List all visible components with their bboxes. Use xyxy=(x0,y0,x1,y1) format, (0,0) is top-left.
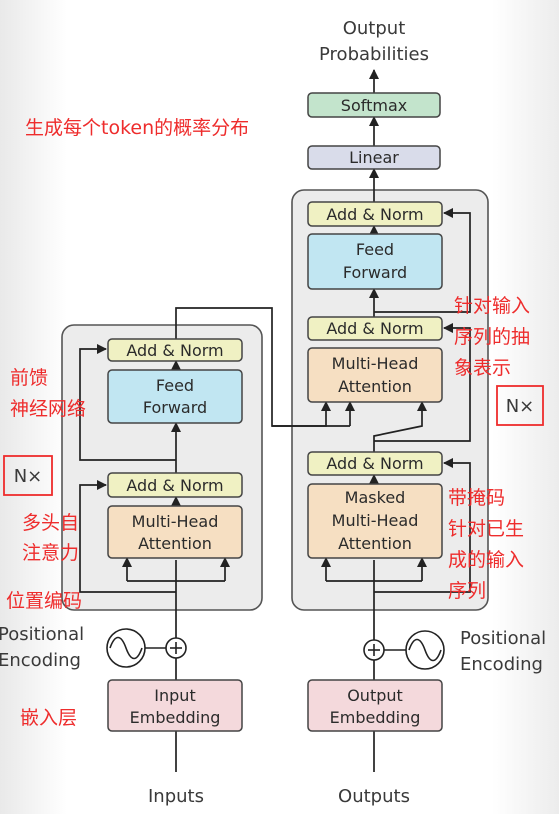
output-embedding-label-1: Output xyxy=(347,686,403,705)
output-embedding: Output Embedding xyxy=(307,679,443,732)
encoder-add-norm-bottom: Add & Norm xyxy=(107,472,243,498)
annotation-cross-attention-1: 针对输入 xyxy=(454,295,530,317)
input-embedding-label-2: Embedding xyxy=(130,708,221,727)
encoder-multi-head-attention: Multi-Head Attention xyxy=(107,505,243,559)
annotation-self-attention-1: 多头自 xyxy=(22,512,79,534)
decoder-feed-forward: Feed Forward xyxy=(307,233,443,290)
decoder-add-norm-bottom: Add & Norm xyxy=(307,451,443,476)
encoder-add-norm-top-label: Add & Norm xyxy=(126,341,223,360)
decoder-multi-head-label-2: Attention xyxy=(338,377,412,396)
annotation-masked-attention-1: 带掩码 xyxy=(448,487,505,509)
decoder-masked-multi-head-attention: Masked Multi-Head Attention xyxy=(307,483,443,559)
annotation-feed-forward-1: 前馈 xyxy=(10,367,48,389)
positional-encoding-left-label-1: Positional xyxy=(0,624,84,645)
decoder-feed-forward-label-1: Feed xyxy=(356,240,394,259)
decoder-masked-label-3: Attention xyxy=(338,534,412,553)
decoder-stack-label: N× xyxy=(496,385,544,426)
annotation-embedding-layer: 嵌入层 xyxy=(20,707,77,729)
decoder-masked-label-2: Multi-Head xyxy=(332,511,419,530)
positional-encoding-right-label-1: Positional xyxy=(460,628,546,649)
output-probabilities-label-2: Probabilities xyxy=(319,44,429,65)
softmax-label: Softmax xyxy=(341,96,407,115)
decoder-add-norm-top-label: Add & Norm xyxy=(326,205,423,224)
annotation-masked-attention-4: 序列 xyxy=(448,580,486,602)
encoder-stack xyxy=(61,324,263,611)
inputs-label: Inputs xyxy=(148,786,204,807)
annotation-positional-encoding: 位置编码 xyxy=(6,590,82,612)
positional-encoding-left-symbol xyxy=(106,628,187,668)
input-embedding: Input Embedding xyxy=(107,679,243,732)
decoder-multi-head-label-1: Multi-Head xyxy=(332,354,419,373)
positional-encoding-left-label-2: Encoding xyxy=(0,650,81,671)
linear-block: Linear xyxy=(307,145,441,170)
decoder-add-norm-bottom-label: Add & Norm xyxy=(326,454,423,473)
decoder-nx-text: N× xyxy=(506,396,535,417)
encoder-add-norm-bottom-label: Add & Norm xyxy=(126,476,223,495)
encoder-multi-head-label-2: Attention xyxy=(138,534,212,553)
decoder-feed-forward-label-2: Forward xyxy=(343,263,407,282)
encoder-add-norm-top: Add & Norm xyxy=(107,338,243,362)
annotation-masked-attention-3: 成的输入 xyxy=(448,549,524,571)
decoder-masked-label-1: Masked xyxy=(345,488,406,507)
decoder-multi-head-attention: Multi-Head Attention xyxy=(307,347,443,403)
encoder-stack-label: N× xyxy=(3,455,53,496)
encoder-nx-text: N× xyxy=(14,466,43,487)
outputs-label: Outputs xyxy=(338,786,410,807)
annotation-masked-attention-2: 针对已生 xyxy=(448,518,524,540)
encoder-feed-forward-label-1: Feed xyxy=(156,376,194,395)
output-probabilities-label-1: Output xyxy=(343,18,406,39)
annotation-cross-attention-2: 序列的抽 xyxy=(454,326,530,348)
positional-encoding-right-symbol xyxy=(363,630,445,670)
decoder-add-norm-mid: Add & Norm xyxy=(307,316,443,341)
linear-label: Linear xyxy=(349,148,399,167)
decoder-add-norm-mid-label: Add & Norm xyxy=(326,319,423,338)
annotation-feed-forward-2: 神经网络 xyxy=(10,398,86,420)
encoder-multi-head-label-1: Multi-Head xyxy=(132,512,219,531)
encoder-feed-forward: Feed Forward xyxy=(107,369,243,424)
decoder-add-norm-top: Add & Norm xyxy=(307,201,443,227)
encoder-feed-forward-label-2: Forward xyxy=(143,398,207,417)
input-embedding-label-1: Input xyxy=(154,686,195,705)
annotation-cross-attention-3: 象表示 xyxy=(454,357,511,379)
output-embedding-label-2: Embedding xyxy=(330,708,421,727)
softmax-block: Softmax xyxy=(307,92,441,118)
positional-encoding-right-label-2: Encoding xyxy=(460,654,543,675)
annotation-self-attention-2: 注意力 xyxy=(22,542,79,564)
annotation-token-distribution: 生成每个token的概率分布 xyxy=(25,117,249,139)
